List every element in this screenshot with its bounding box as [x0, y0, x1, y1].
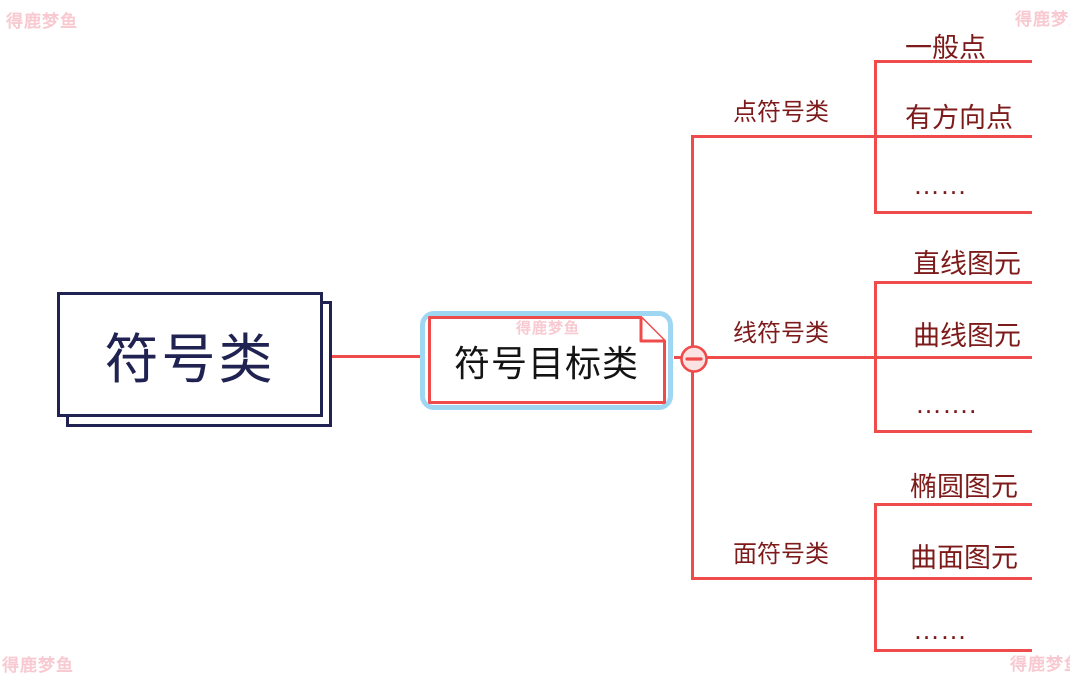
collapse-button[interactable]	[679, 344, 709, 374]
watermark-bottom-left: 得鹿梦鱼	[2, 656, 74, 675]
child-topic-curved-surface[interactable]: 曲面图元	[910, 543, 1018, 573]
center-topic[interactable]: 符号目标类	[420, 314, 673, 407]
child-underline-1a	[874, 60, 1032, 63]
child-topic-straight-line[interactable]: 直线图元	[913, 249, 1021, 279]
branch1-children-vertical	[874, 60, 877, 214]
branch3-underline	[691, 577, 1032, 580]
branch3-children-vertical	[874, 503, 877, 652]
child-topic-general-point[interactable]: 一般点	[905, 33, 986, 63]
child-underline-3a	[874, 503, 1032, 506]
root-topic-label: 符号类	[104, 330, 276, 390]
branch-topic-point[interactable]: 点符号类	[733, 99, 829, 126]
branch2-underline	[674, 356, 1032, 359]
child-topic-line-ellipsis[interactable]: …….	[915, 389, 977, 419]
branch1-underline	[691, 135, 1032, 138]
note-shape-icon	[428, 316, 666, 404]
child-underline-2c	[874, 430, 1032, 433]
watermark-top-left: 得鹿梦鱼	[6, 12, 78, 31]
child-topic-directed-point[interactable]: 有方向点	[905, 103, 1013, 133]
child-underline-1c	[874, 211, 1032, 214]
watermark-top-right: 得鹿梦鱼	[1015, 10, 1070, 29]
branch-topic-line[interactable]: 线符号类	[733, 320, 829, 347]
connector-line-root-to-center	[323, 355, 422, 358]
center-topic-label: 符号目标类	[453, 342, 639, 384]
child-underline-2a	[874, 281, 1032, 284]
child-topic-area-ellipsis[interactable]: ……	[913, 615, 967, 645]
branch2-children-vertical	[874, 281, 877, 433]
branch-topic-area[interactable]: 面符号类	[733, 541, 829, 568]
root-topic[interactable]: 符号类	[57, 292, 323, 417]
child-topic-ellipse[interactable]: 椭圆图元	[910, 472, 1018, 502]
child-topic-point-ellipsis[interactable]: ……	[913, 170, 967, 200]
child-underline-3c	[874, 649, 1032, 652]
watermark-bottom-right: 得鹿梦鱼	[1010, 655, 1070, 674]
child-topic-curved-line[interactable]: 曲线图元	[913, 321, 1021, 351]
